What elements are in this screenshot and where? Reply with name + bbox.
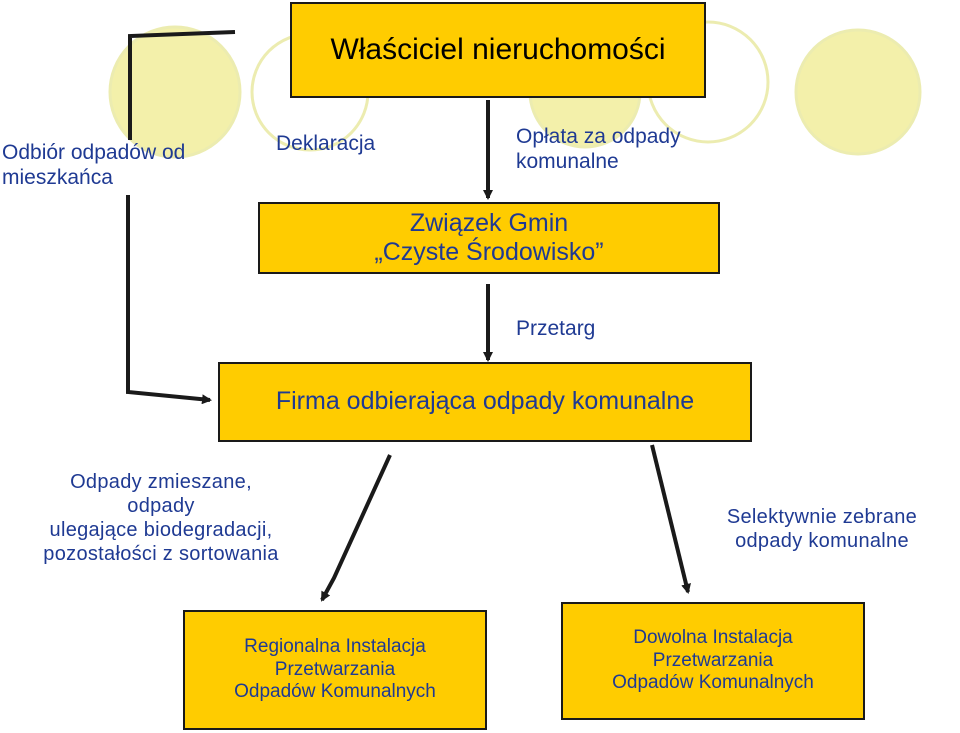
collection-label-line2: mieszkańca: [2, 166, 113, 190]
owner-bracket-line: [128, 30, 236, 140]
regional-installation-box: Regionalna Instalacja Przetwarzania Odpa…: [183, 610, 487, 730]
regional-line3: Odpadów Komunalnych: [234, 681, 436, 703]
company-to-any-arrow: [650, 444, 691, 594]
company-box: Firma odbierająca odpady komunalne: [218, 362, 752, 442]
declaration-label-text: Deklaracja: [276, 132, 376, 155]
owner-box: Właściciel nieruchomości: [290, 2, 706, 98]
owner-title: Właściciel nieruchomości: [330, 33, 666, 67]
mixed-label-line4: pozostałości z sortowania: [43, 543, 279, 565]
collection-arrow: [126, 195, 212, 405]
collection-label: Odbiór odpadów od mieszkańca: [2, 140, 185, 190]
company-title: Firma odbierająca odpady komunalne: [275, 387, 695, 416]
mixed-waste-label: Odpady zmieszane, odpady ulegające biode…: [2, 470, 320, 566]
background-circle: [794, 28, 922, 156]
union-box: Związek Gmin „Czyste Środowisko”: [258, 202, 720, 274]
fee-label-line2: komunalne: [516, 150, 619, 174]
collection-label-line1: Odbiór odpadów od: [2, 141, 186, 164]
declaration-label: Deklaracja: [276, 131, 375, 156]
fee-label-line1: Opłata za odpady: [516, 125, 681, 148]
any-installation-box: Dowolna Instalacja Przetwarzania Odpadów…: [561, 602, 865, 720]
tender-label: Przetarg: [516, 316, 595, 341]
selective-waste-label: Selektywnie zebrane odpady komunalne: [690, 505, 954, 553]
mixed-label-line2: odpady: [127, 495, 195, 517]
selective-label-line2: odpady komunalne: [735, 530, 909, 552]
union-line1: Związek Gmin: [409, 208, 569, 237]
tender-label-text: Przetarg: [516, 317, 596, 340]
selective-label-line1: Selektywnie zebrane: [726, 506, 918, 528]
company-to-regional-arrow: [320, 454, 392, 602]
regional-line2: Przetwarzania: [274, 658, 396, 680]
union-line2: „Czyste Środowisko”: [374, 238, 604, 266]
any-line2: Przetwarzania: [652, 649, 774, 671]
fee-label: Opłata za odpady komunalne: [516, 124, 681, 174]
mixed-label-line3: ulegające biodegradacji,: [49, 519, 273, 541]
background-circle: [108, 25, 242, 159]
any-line1: Dowolna Instalacja: [633, 627, 793, 649]
regional-line1: Regionalna Instalacja: [244, 636, 426, 658]
mixed-label-line1: Odpady zmieszane,: [70, 471, 252, 493]
any-line3: Odpadów Komunalnych: [612, 672, 814, 694]
